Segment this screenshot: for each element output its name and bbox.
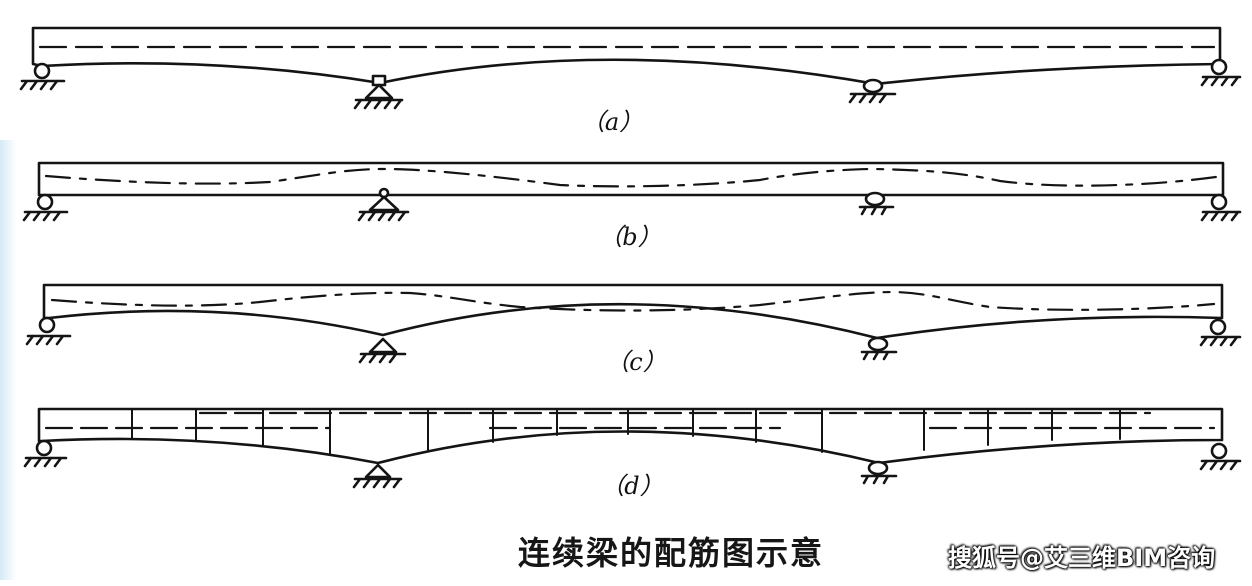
main-reinforcement-dashed (44, 167, 1218, 188)
figure-caption: 连续梁的配筋图示意 (518, 534, 825, 572)
beam-outline (31, 26, 1222, 86)
stirrups (131, 408, 1121, 455)
roller-support-icon (23, 439, 68, 468)
roller-support-icon (1200, 58, 1242, 87)
beam-panel-b (22, 161, 1242, 222)
main-reinforcement-dashed (50, 290, 1216, 312)
beam-panel-a (19, 26, 1242, 110)
pin-support-icon (358, 337, 407, 364)
roller-support-icon (860, 460, 898, 485)
pin-support-icon (357, 187, 410, 222)
roller-support-icon (22, 193, 69, 222)
roller-support-icon (860, 336, 898, 361)
beam-outline (42, 283, 1224, 340)
watermark-text: 搜狐号@艾三维BIM咨询 (948, 544, 1216, 572)
pin-support-icon (352, 463, 403, 489)
panel-label-c: （c） (605, 348, 666, 376)
roller-support-icon (19, 62, 66, 91)
beam-panel-d (23, 407, 1242, 489)
beam-panel-c (25, 283, 1242, 364)
roller-support-icon (1199, 318, 1242, 347)
roller-support-icon (858, 191, 895, 216)
panel-label-a: （a） (581, 108, 643, 136)
panel-label-d: （d） (600, 472, 663, 500)
roller-support-icon (25, 316, 72, 346)
pin-support-icon (353, 74, 404, 110)
beam-outline (37, 407, 1224, 465)
left-edge-tint (0, 140, 16, 580)
panel-label-b: （b） (598, 223, 661, 251)
beam-outline (37, 161, 1225, 197)
roller-support-icon (1199, 442, 1242, 471)
roller-support-icon (848, 78, 897, 104)
roller-support-icon (1200, 193, 1242, 222)
